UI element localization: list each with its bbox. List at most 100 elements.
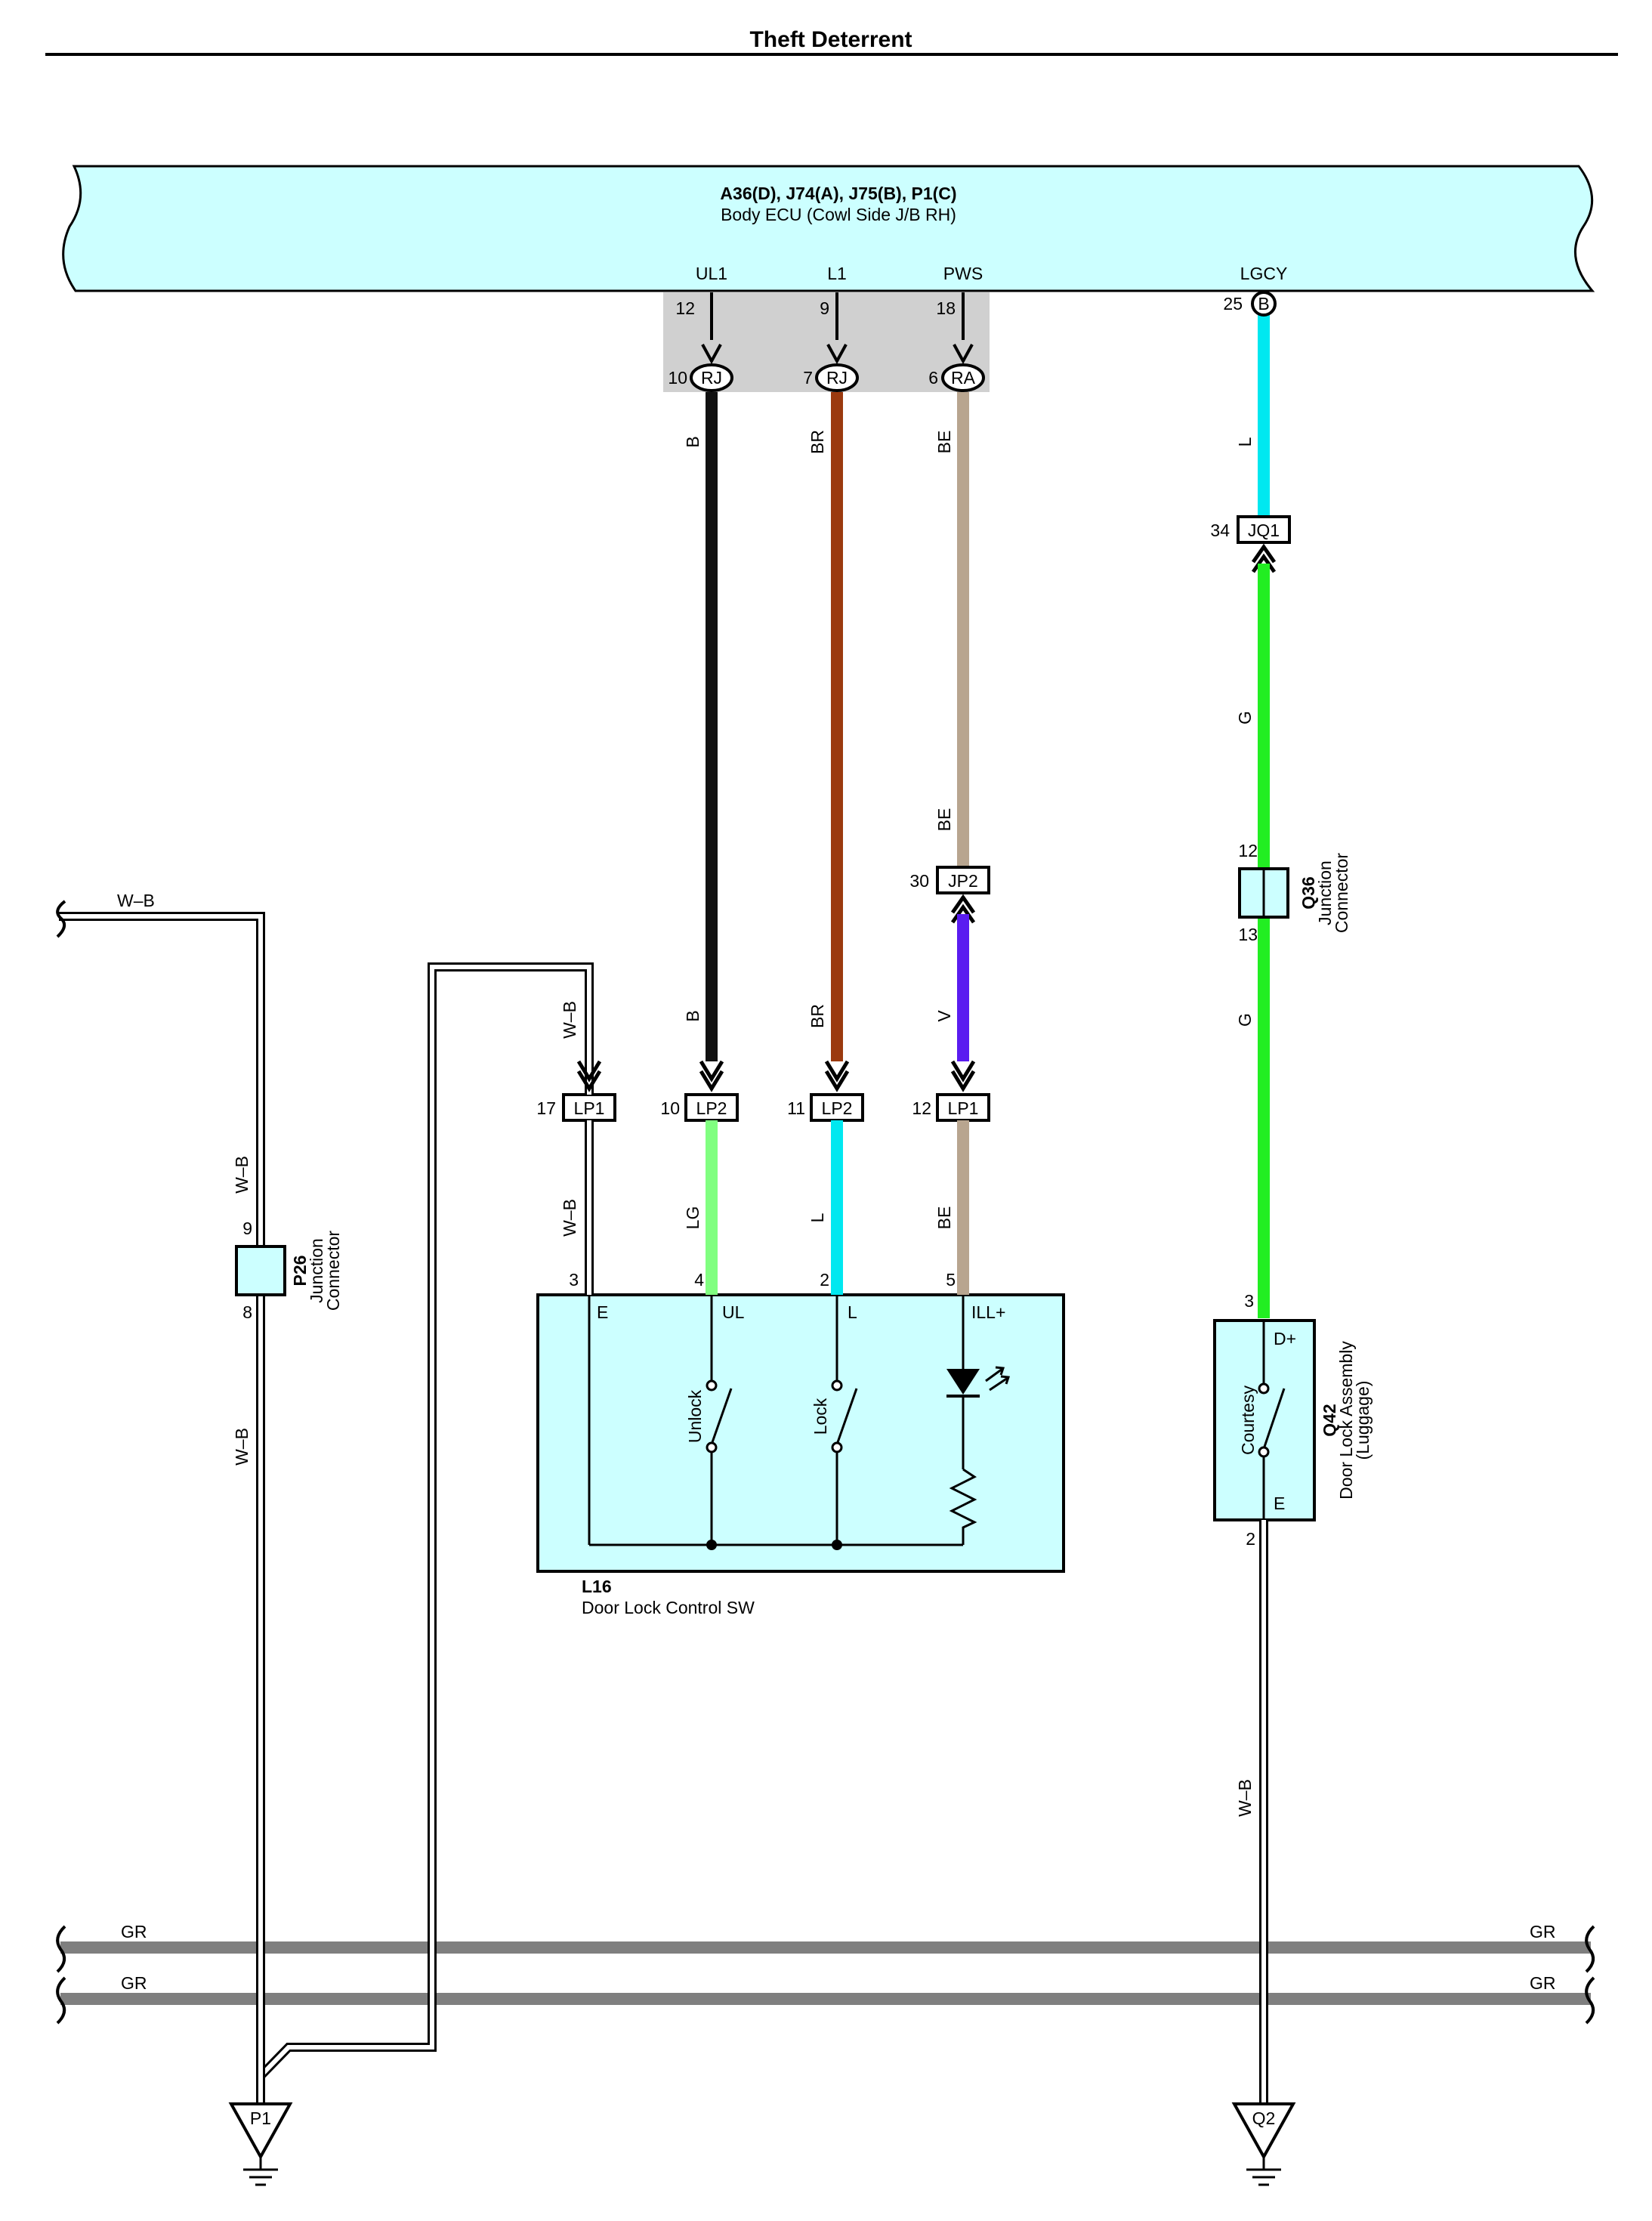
q42-id: Q42: [1320, 1404, 1339, 1436]
ground-q2-label: Q2: [1252, 2108, 1276, 2128]
l16-term-e: E: [597, 1302, 608, 1322]
wire-label-br-upper: BR: [807, 430, 827, 454]
p26-line1: Junction: [307, 1238, 326, 1303]
wire-label-gr1-right: GR: [1530, 1922, 1556, 1941]
wire-wb-left-inner: [59, 914, 263, 2104]
ul1-conn-pin: 10: [668, 368, 687, 388]
wire-label-be-lower: BE: [934, 1206, 954, 1230]
wire-label-g-lower: G: [1235, 1013, 1255, 1027]
wire-label-gr1-left: GR: [121, 1922, 147, 1941]
l16-term-ul: UL: [722, 1302, 745, 1322]
l16-switch-box: [536, 1293, 1065, 1573]
ground-p1-label: P1: [250, 2108, 271, 2128]
ul1-arrow: [701, 344, 722, 365]
led-icon: [946, 1366, 1011, 1398]
p26-id: P26: [290, 1256, 310, 1287]
ul1-conn: RJ: [701, 368, 722, 388]
wire-label-wb-e-upper: W–B: [560, 1001, 579, 1039]
q42-pin-bottom: 2: [1246, 1529, 1255, 1549]
lp1-ill-connector: [936, 1093, 990, 1122]
l16-pin-e: 3: [569, 1270, 579, 1290]
lp2-l-arrow: [824, 1060, 850, 1092]
l16-pin-ul: 4: [694, 1270, 704, 1290]
l16-internal: [588, 1295, 977, 1546]
jp2-connector: [936, 866, 990, 894]
pws-conn: RA: [951, 368, 976, 388]
wire-label-gr2-left: GR: [121, 1973, 147, 1993]
q36-line2: Connector: [1332, 853, 1351, 933]
lock-label: Lock: [811, 1398, 830, 1435]
ground-q2-icon: [1231, 2102, 1296, 2186]
lp2-ul-connector: [684, 1093, 739, 1122]
wire-label-wb-right: W–B: [1235, 1779, 1255, 1817]
p26-line2: Connector: [323, 1231, 343, 1311]
pws-arrow: [953, 344, 974, 365]
bus-junction-dot-1: [706, 1540, 717, 1550]
q42-switch-blade: [1262, 1388, 1286, 1450]
ecu-terminal-lgcy: LGCY: [1240, 264, 1288, 283]
jp2-arrow: [950, 894, 976, 924]
ecu-terminal-pws: PWS: [943, 264, 983, 283]
lp1-ill-pin: 12: [912, 1098, 931, 1118]
wire-break-wb: [56, 900, 66, 938]
jp2-label: JP2: [948, 871, 978, 891]
lp1-e-arrow: [576, 1060, 602, 1092]
lp1-ill-label: LP1: [948, 1098, 979, 1118]
p26-junction: [235, 1245, 286, 1296]
l16-pin-ill: 5: [946, 1270, 956, 1290]
wire-label-br-lower: BR: [807, 1004, 827, 1028]
unlock-blade: [710, 1388, 733, 1445]
jq1-connector: [1237, 515, 1291, 544]
ground-q2-triangle: [1231, 2102, 1296, 2161]
body-ecu: A36(D), J74(A), J75(B), P1(C) Body ECU (…: [62, 165, 1595, 292]
lgcy-pin: 25: [1223, 294, 1243, 314]
lp1-ill-arrow: [950, 1060, 976, 1092]
jq1-pin: 34: [1210, 520, 1230, 540]
p26-pin-top: 9: [242, 1219, 252, 1238]
page-title: Theft Deterrent: [749, 27, 912, 52]
unlock-contact-top: [706, 1379, 718, 1392]
wire-label-b-lower: B: [683, 1010, 702, 1021]
lp2-l-label: LP2: [822, 1098, 853, 1118]
wire-label-be-mid: BE: [934, 808, 954, 832]
ground-p1-icon: [228, 2102, 293, 2186]
wire-break-gr2-right: [1585, 1976, 1595, 2025]
ecu-terminal-ul1: UL1: [696, 264, 727, 283]
l1-conn-pin: 7: [803, 368, 813, 388]
pws-conn-pin: 6: [928, 368, 938, 388]
lp1-e-pin: 17: [536, 1098, 556, 1118]
q36-pin-top: 12: [1238, 841, 1258, 860]
l1-pin: 9: [820, 298, 829, 318]
l16-name: Door Lock Control SW: [582, 1598, 755, 1617]
wire-break-gr1-left: [56, 1925, 66, 1973]
ul1-pin: 12: [675, 298, 695, 318]
wire-label-wb-left-v1: W–B: [232, 1156, 252, 1194]
lgcy-conn-circle: [1251, 291, 1277, 317]
wire-label-lg: LG: [683, 1206, 702, 1230]
q42-term-bottom: E: [1274, 1494, 1285, 1513]
ecu-banner: [62, 165, 1595, 292]
jq1-arrow: [1251, 543, 1277, 573]
q42-line1: Door Lock Assembly: [1336, 1341, 1356, 1500]
wire-break-gr1-right: [1585, 1925, 1595, 1973]
wire-label-wb-left: W–B: [117, 891, 155, 910]
ecu-terminal-l1: L1: [827, 264, 847, 283]
q42-contact-bottom: [1258, 1446, 1270, 1458]
wire-label-b-upper: B: [683, 436, 702, 447]
jq1-label: JQ1: [1248, 520, 1280, 540]
ecu-connectors: A36(D), J74(A), J75(B), P1(C): [720, 184, 956, 203]
lp2-ul-arrow: [699, 1060, 724, 1092]
jp2-pin: 30: [909, 871, 929, 891]
l1-conn-oval: [815, 363, 859, 392]
q42-line2: (Luggage): [1353, 1381, 1373, 1460]
l1-conn: RJ: [826, 368, 848, 388]
lock-blade: [835, 1388, 858, 1445]
q36-pin-bottom: 13: [1238, 925, 1258, 944]
led-triangle: [946, 1369, 980, 1395]
wire-label-l-lgcy: L: [1235, 437, 1255, 446]
lp2-ul-pin: 10: [660, 1098, 680, 1118]
ul1-conn-oval: [690, 363, 733, 392]
l1-arrow: [826, 344, 848, 365]
q42-switch-label: Courtesy: [1238, 1385, 1258, 1455]
l16-pin-l: 2: [820, 1270, 829, 1290]
